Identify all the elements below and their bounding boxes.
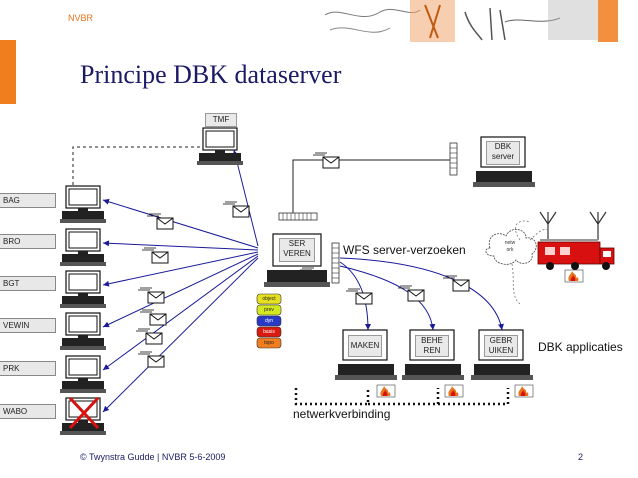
- fire-truck-icon: [537, 239, 615, 270]
- source-label-bro: BRO: [0, 234, 56, 249]
- cross-icon: [68, 396, 100, 430]
- footer-text: © Twynstra Gudde | NVBR 5-6-2009: [80, 452, 226, 462]
- tmf-label: TMF: [205, 113, 237, 127]
- server-label: SER VEREN: [279, 238, 315, 262]
- stack-label-basis: basis: [263, 329, 275, 335]
- netwerkverbinding-label: netwerkverbinding: [293, 407, 391, 421]
- source-label-wabo: WABO: [0, 404, 56, 419]
- page-title: Principe DBK dataserver: [80, 60, 342, 89]
- client-label-maken: MAKEN: [348, 335, 382, 357]
- brand-label: NVBR: [68, 13, 94, 23]
- dbk-server-label: DBK server: [486, 141, 520, 165]
- header-sketch-image: [324, 0, 618, 42]
- accent-bar: [0, 40, 16, 104]
- stack-label-topo: topo: [264, 340, 274, 346]
- stack-label-prev: prev: [264, 307, 274, 313]
- antenna-icon: [539, 211, 607, 240]
- source-label-vewin: VEWIN: [0, 318, 56, 333]
- dbk-applicaties-label: DBK applicaties: [538, 340, 623, 354]
- stack-label-dyn: dyn: [264, 318, 274, 324]
- wfs-label: WFS server-verzoeken: [343, 243, 466, 257]
- stack-label-object: object: [262, 296, 276, 302]
- client-label-gebruiken: GEBR UIKEN: [484, 335, 518, 357]
- cloud-icon: [485, 229, 537, 265]
- cloud-label: netw ork: [504, 240, 516, 253]
- source-label-prk: PRK: [0, 361, 56, 376]
- data-layer-stack: [256, 293, 282, 349]
- source-label-bgt: BGT: [0, 276, 56, 291]
- client-label-beheren: BEHE REN: [415, 335, 449, 357]
- source-label-bag: BAG: [0, 193, 56, 208]
- page-number: 2: [578, 452, 584, 462]
